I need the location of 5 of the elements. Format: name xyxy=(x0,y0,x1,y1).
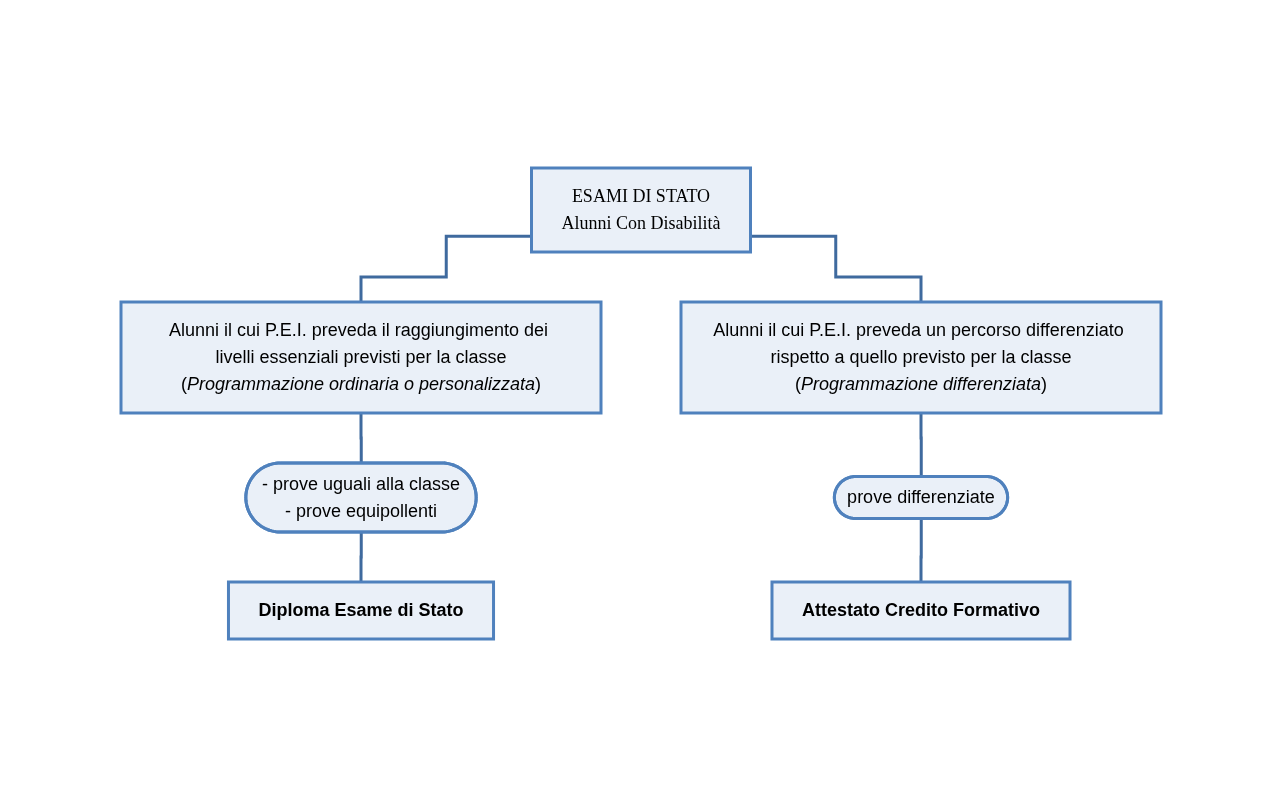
node-box: Attestato Credito Formativo xyxy=(770,580,1072,640)
node-box: Alunni il cui P.E.I. preveda un percorso differenziato rispetto a quello previsto per la classe (Programmazione differenziata) xyxy=(679,300,1163,414)
node-box: Diploma Esame di Stato xyxy=(226,580,496,640)
node-box: ESAMI DI STATO Alunni Con Disabilità xyxy=(530,166,752,253)
node-box: Alunni il cui P.E.I. preveda il raggiungimento dei livelli essenziali previsti per la classe (Programmazione ordinaria o personalizzata) xyxy=(119,300,603,414)
